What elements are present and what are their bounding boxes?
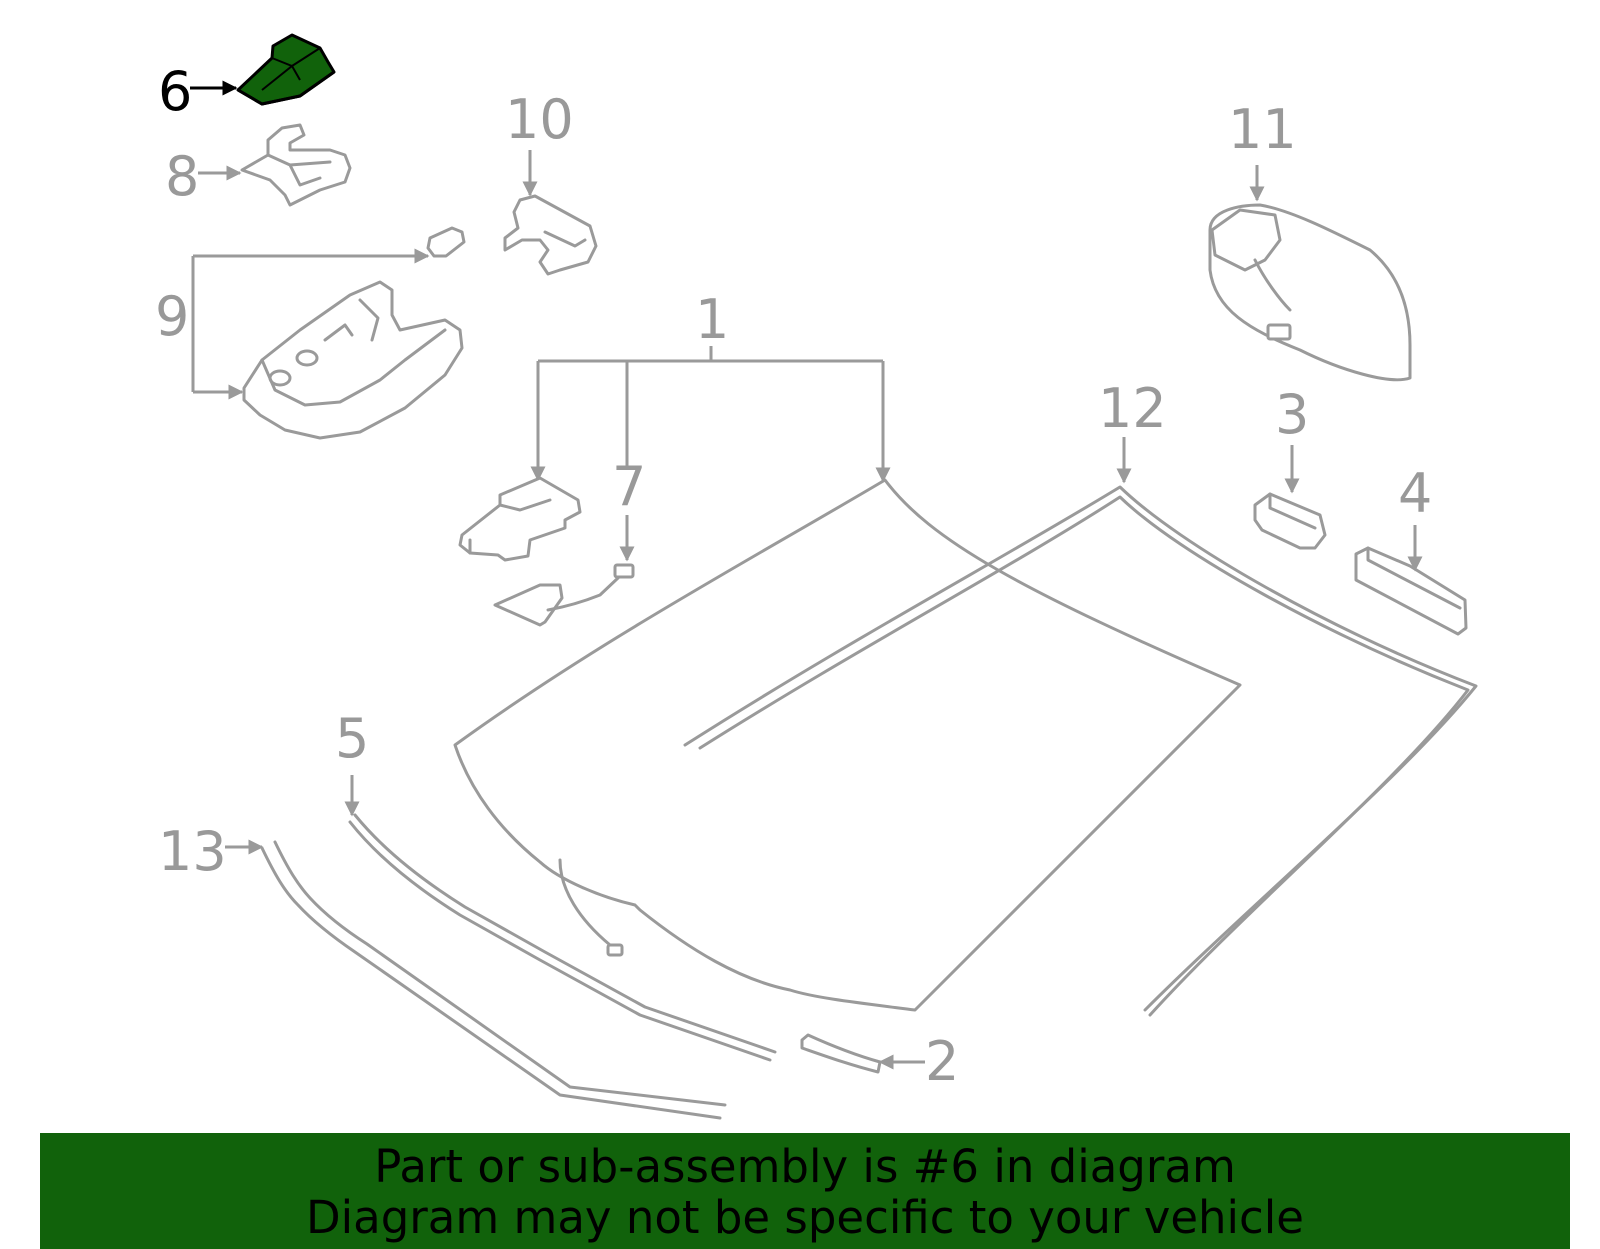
part-1-bracket-line: [536, 346, 885, 480]
callout-6[interactable]: 6: [158, 60, 192, 123]
part-9-console[interactable]: [242, 226, 466, 440]
callout-7[interactable]: 7: [612, 455, 646, 518]
callout-10[interactable]: 10: [505, 88, 574, 151]
part-5-seal[interactable]: [348, 813, 777, 1062]
part-2-clip[interactable]: [800, 1033, 882, 1074]
part-7-wire-harness[interactable]: [493, 563, 635, 627]
callout-13[interactable]: 13: [158, 820, 227, 883]
info-banner: Part or sub-assembly is #6 in diagram Di…: [40, 1133, 1570, 1249]
windshield-glass[interactable]: [453, 478, 1242, 1012]
part-10-clip[interactable]: [503, 194, 598, 276]
part-6-cover[interactable]: [236, 33, 336, 106]
banner-line-2: Diagram may not be specific to your vehi…: [306, 1191, 1304, 1244]
part-13-seal[interactable]: [260, 840, 727, 1120]
banner-line-1: Part or sub-assembly is #6 in diagram: [374, 1140, 1236, 1193]
callout-12[interactable]: 12: [1098, 377, 1167, 440]
callout-1[interactable]: 1: [695, 288, 729, 351]
callout-3[interactable]: 3: [1275, 383, 1309, 446]
callout-9[interactable]: 9: [155, 285, 189, 348]
callout-2[interactable]: 2: [925, 1030, 959, 1093]
callout-11[interactable]: 11: [1228, 98, 1297, 161]
part-12-molding[interactable]: [683, 485, 1478, 1017]
callout-4[interactable]: 4: [1398, 462, 1432, 525]
part-8-bracket[interactable]: [240, 123, 352, 207]
part-1-sensor-bracket[interactable]: [458, 476, 582, 562]
part-3-clip[interactable]: [1253, 492, 1327, 550]
callout-8[interactable]: 8: [165, 145, 199, 208]
callout-5[interactable]: 5: [335, 707, 369, 770]
part-4-strip[interactable]: [1354, 546, 1468, 636]
part-11-mirror[interactable]: [1208, 203, 1412, 382]
